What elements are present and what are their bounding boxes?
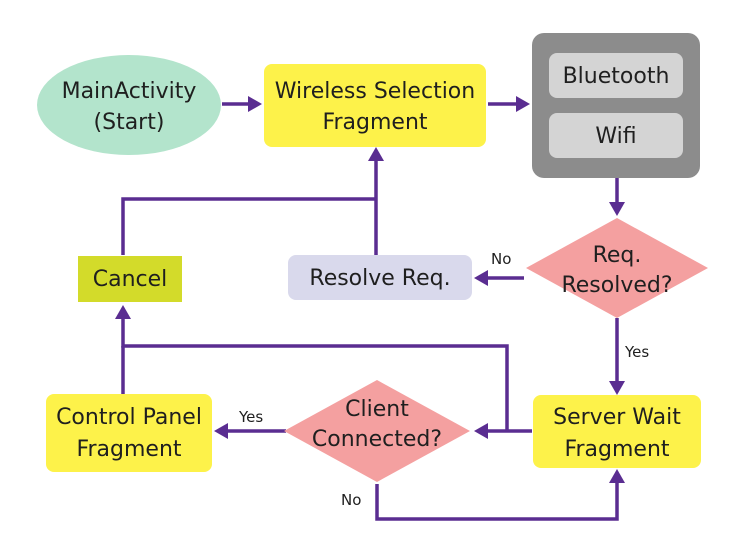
- node-client-connected: Client Connected?: [284, 380, 470, 482]
- server-wait-label-line2: Fragment: [564, 437, 669, 462]
- req-resolved-label-line1: Req.: [593, 243, 642, 268]
- arrow-client-to-control: [214, 423, 228, 439]
- edge-label-yes-resolved: Yes: [624, 343, 649, 361]
- node-cancel: Cancel: [78, 256, 182, 302]
- req-resolved-shape: [526, 218, 708, 318]
- node-wireless-selection: Wireless Selection Fragment: [264, 64, 486, 147]
- arrow-req-to-server: [609, 381, 625, 395]
- cancel-shape: [78, 256, 182, 302]
- main-activity-shape: [37, 55, 221, 155]
- client-connected-shape: [284, 380, 470, 482]
- node-resolve-req: Resolve Req.: [288, 255, 472, 300]
- wifi-item-shape: [549, 113, 683, 158]
- edge-cancel-to-wireless: [121, 197, 376, 255]
- arrow-wireless-to-radio: [516, 96, 530, 112]
- bluetooth-label: Bluetooth: [563, 64, 670, 89]
- main-activity-label-line1: MainActivity: [62, 79, 197, 104]
- edge-client-to-server: [375, 480, 619, 521]
- wifi-label: Wifi: [595, 124, 636, 149]
- edge-label-no-connected: No: [341, 491, 361, 509]
- arrow-server-to-cancel: [115, 305, 131, 319]
- server-wait-shape: [533, 395, 701, 468]
- node-main-activity: MainActivity (Start): [37, 55, 221, 155]
- node-radio-panel: Bluetooth Wifi: [532, 33, 700, 178]
- arrow-main-to-wireless: [248, 96, 262, 112]
- arrow-resolve-to-wireless: [368, 147, 384, 161]
- control-panel-label-line2: Fragment: [76, 437, 181, 462]
- node-server-wait: Server Wait Fragment: [533, 395, 701, 468]
- arrow-server-to-client: [474, 423, 488, 439]
- wireless-selection-label-line1: Wireless Selection: [275, 79, 475, 104]
- edge-label-no-resolve: No: [491, 250, 511, 268]
- req-resolved-label-line2: Resolved?: [561, 273, 672, 298]
- node-control-panel: Control Panel Fragment: [46, 394, 212, 472]
- resolve-req-shape: [288, 255, 472, 300]
- arrow-req-to-resolve: [474, 270, 488, 286]
- arrow-radio-to-req: [609, 202, 625, 216]
- arrow-client-to-server: [609, 469, 625, 483]
- control-panel-label-line1: Control Panel: [56, 405, 202, 430]
- server-wait-label-line1: Server Wait: [553, 405, 681, 430]
- wireless-selection-label-line2: Fragment: [322, 110, 427, 135]
- bluetooth-item-shape: [549, 53, 683, 98]
- edge-label-yes-connected: Yes: [238, 408, 263, 426]
- cancel-label: Cancel: [93, 267, 168, 292]
- client-connected-label-line1: Client: [345, 397, 409, 422]
- resolve-req-label: Resolve Req.: [309, 266, 450, 291]
- node-req-resolved: Req. Resolved?: [526, 218, 708, 318]
- edges: [115, 96, 625, 521]
- main-activity-label-line2: (Start): [94, 110, 165, 135]
- client-connected-label-line2: Connected?: [312, 427, 442, 452]
- wireless-selection-shape: [264, 64, 486, 147]
- control-panel-shape: [46, 394, 212, 472]
- edge-server-to-cancel: [121, 316, 509, 431]
